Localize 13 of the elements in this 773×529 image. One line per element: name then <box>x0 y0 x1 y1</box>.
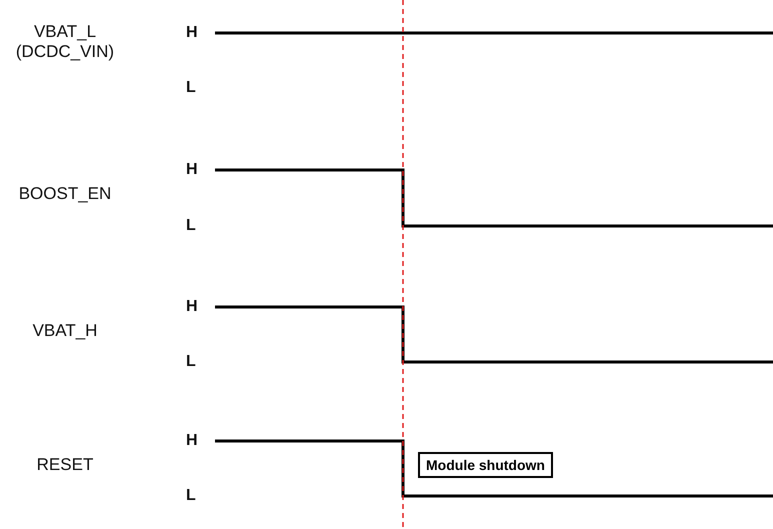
logic-level-label: L <box>186 487 196 505</box>
logic-level-label: L <box>186 353 196 371</box>
annotation-box: Module shutdown <box>418 452 553 478</box>
logic-level-label: H <box>186 24 198 42</box>
signal-name: BOOST_EN <box>18 184 112 204</box>
logic-level-label: H <box>186 161 198 179</box>
logic-level-label: H <box>186 432 198 450</box>
logic-level-label: H <box>186 298 198 316</box>
signal-name: VBAT_L (DCDC_VIN) <box>14 22 116 62</box>
signal-name: VBAT_H <box>32 321 98 341</box>
logic-level-label: L <box>186 79 196 97</box>
logic-level-label: L <box>186 217 196 235</box>
signal-name: RESET <box>36 455 94 475</box>
